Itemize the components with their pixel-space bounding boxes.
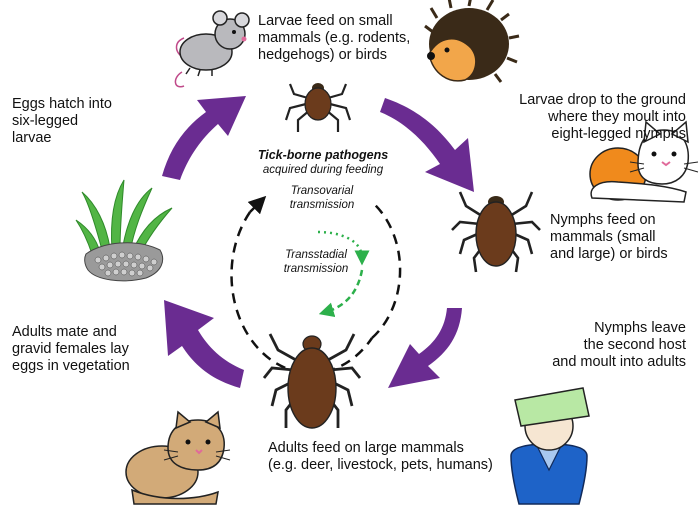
label-larvae-drop: Larvae drop to the ground where they mou…: [519, 92, 686, 142]
center-title: Tick-borne pathogens: [257, 148, 389, 162]
center-subtitle: acquired during feeding: [262, 164, 384, 176]
label-nymphs-leave: Nymphs leave the second host and moult i…: [552, 320, 686, 370]
arrow-larvae-to-drop: [380, 98, 474, 192]
mouse-icon: [174, 10, 250, 88]
label-eggs-hatch: Eggs hatch into six-legged larvae: [12, 96, 112, 146]
cat-tan-icon: [125, 410, 231, 505]
grass-eggs-icon: [75, 179, 173, 282]
transstadial-arrow: [317, 230, 370, 318]
label-adults-mate: Adults mate and gravid females lay eggs …: [12, 324, 130, 374]
person-icon: [510, 387, 590, 505]
cat-white-orange-icon: [589, 120, 699, 203]
label-nymphs-feed: Nymphs feed on mammals (small and large)…: [550, 212, 668, 262]
label-transovarial: Transovarial transmission: [289, 185, 355, 211]
transovarial-ring: [230, 195, 402, 375]
label-larvae-feed: Larvae feed on small mammals (e.g. roden…: [258, 13, 411, 63]
label-adults-feed: Adults feed on large mammals (e.g. deer,…: [268, 440, 493, 473]
arrow-adult-to-eggs: [164, 300, 244, 388]
label-transstadial: Transstadial transmission: [283, 249, 349, 275]
hedgehog-icon: [424, 0, 520, 83]
adult-tick-icon: [262, 333, 362, 429]
cycle-arrows: [162, 96, 474, 388]
nymph-tick-icon: [451, 191, 541, 273]
arrow-nymph-to-adult: [388, 308, 462, 388]
arrow-eggs-to-larvae: [162, 96, 246, 180]
larva-tick-icon: [284, 83, 352, 132]
